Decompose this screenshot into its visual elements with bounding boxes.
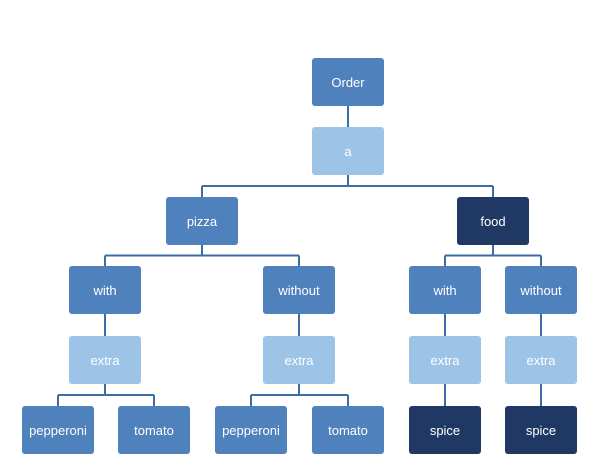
legend-choosable: choosable element (505, 42, 579, 52)
node-with2: with (409, 266, 481, 314)
node-pepperoni2: pepperoni (215, 406, 287, 454)
node-extra3: extra (409, 336, 481, 384)
node-a: a (312, 127, 384, 175)
node-pepperoni1: pepperoni (22, 406, 94, 454)
node-without2: without (505, 266, 577, 314)
legend-dictation: dictation element (509, 68, 575, 78)
node-with1: with (69, 266, 141, 314)
node-spice1: spice (409, 406, 481, 454)
node-spice2: spice (505, 406, 577, 454)
node-extra1: extra (69, 336, 141, 384)
node-extra2: extra (263, 336, 335, 384)
node-without1: without (263, 266, 335, 314)
node-extra4: extra (505, 336, 577, 384)
node-tomato2: tomato (312, 406, 384, 454)
node-order: Order (312, 58, 384, 106)
node-food: food (457, 197, 529, 245)
node-tomato1: tomato (118, 406, 190, 454)
legend-must: “must” element (512, 15, 572, 25)
node-pizza: pizza (166, 197, 238, 245)
